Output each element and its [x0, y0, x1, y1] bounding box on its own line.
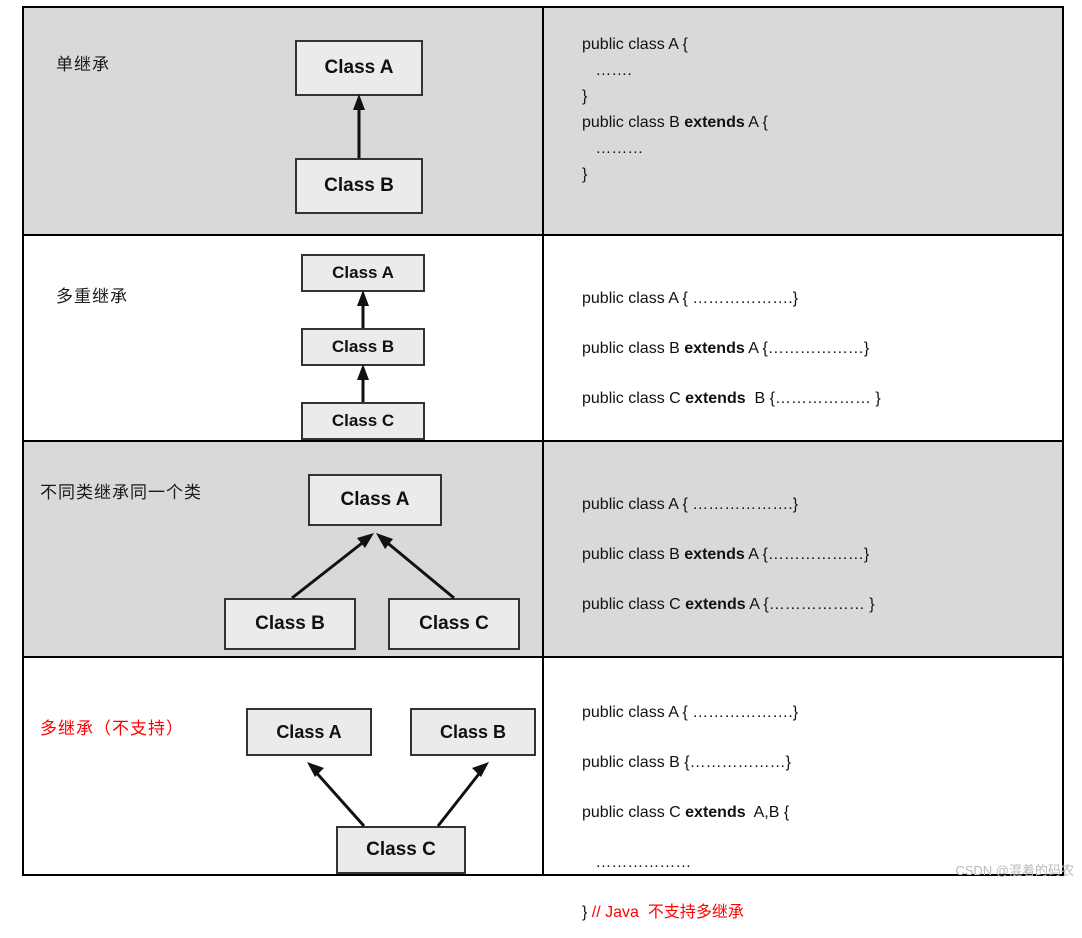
- code-line: ………: [582, 136, 768, 162]
- code-text: }: [582, 88, 588, 105]
- row4-label: 多继承（不支持）: [40, 719, 184, 738]
- code-keyword: extends: [684, 546, 745, 563]
- code-text: public class B: [582, 114, 685, 131]
- row4-box-class-b: Class B: [410, 708, 536, 756]
- code-line: public class C extends B {……………… }: [582, 374, 881, 424]
- code-text: }: [582, 166, 588, 183]
- row1-code-cell: public class A { …….} public class B exte…: [544, 8, 1062, 234]
- table-row-single-inheritance: 单继承 Class A Class B public class A { …….…: [24, 8, 1062, 236]
- table-row-shared-parent: 不同类继承同一个类 Class A Class B Class C public…: [24, 442, 1062, 658]
- code-text: ………………: [582, 854, 692, 871]
- code-text: public class A { ……………….}: [582, 496, 799, 513]
- row1-label: 单继承: [56, 55, 110, 74]
- code-line: public class A { ……………….}: [582, 274, 881, 324]
- code-line: public class C extends A {……………… }: [582, 580, 875, 630]
- code-text: A,B {: [745, 804, 790, 821]
- code-line: public class B extends A {: [582, 110, 768, 136]
- code-text: public class C: [582, 804, 686, 821]
- row3-box-class-b: Class B: [224, 598, 356, 650]
- code-text: public class A { ……………….}: [582, 704, 799, 721]
- row3-box-class-a: Class A: [308, 474, 442, 526]
- row3-code-cell: public class A { ……………….} public class B …: [544, 442, 1062, 656]
- watermark: CSDN @混着的码农: [955, 863, 1074, 878]
- code-keyword: extends: [685, 804, 746, 821]
- code-text: public class B {………………}: [582, 754, 791, 771]
- code-line: public class B extends A {………………}: [582, 324, 881, 374]
- row2-diagram-cell: 多重继承 Class A Class B Class C: [24, 236, 544, 440]
- diagram-page: 单继承 Class A Class B public class A { …….…: [22, 6, 1074, 921]
- row4-code-block: public class A { ……………….} public class B …: [582, 688, 798, 938]
- row4-box-class-a: Class A: [246, 708, 372, 756]
- code-text: public class B: [582, 546, 685, 563]
- code-line: public class A {: [582, 32, 768, 58]
- code-text: A {……………… }: [745, 596, 875, 613]
- code-text: public class A { ……………….}: [582, 290, 799, 307]
- row3-box-class-c: Class C: [388, 598, 520, 650]
- code-keyword: extends: [684, 340, 745, 357]
- code-text: public class C: [582, 596, 686, 613]
- code-keyword: extends: [684, 114, 745, 131]
- code-line: } // Java 不支持多继承: [582, 888, 798, 938]
- row1-arrow-b-to-a: [353, 94, 365, 158]
- row1-code-block: public class A { …….} public class B exte…: [582, 32, 768, 188]
- table-row-multilevel-inheritance: 多重继承 Class A Class B Class C public clas…: [24, 236, 1062, 442]
- row1-diagram-cell: 单继承 Class A Class B: [24, 8, 544, 234]
- code-text: public class B: [582, 340, 685, 357]
- code-text: public class A {: [582, 36, 688, 53]
- code-text: }: [582, 904, 592, 921]
- table-row-multiple-inheritance-unsupported: 多继承（不支持） Class A Class B Class C public …: [24, 658, 1062, 921]
- row2-code-cell: public class A { ……………….} public class B …: [544, 236, 1062, 440]
- row2-code-block: public class A { ……………….} public class B …: [582, 274, 881, 424]
- code-line: public class A { ……………….}: [582, 480, 875, 530]
- row1-box-class-b: Class B: [295, 158, 423, 214]
- code-line: public class B {………………}: [582, 738, 798, 788]
- code-text: A {: [744, 114, 768, 131]
- row2-label: 多重继承: [56, 287, 128, 306]
- code-line: …….: [582, 58, 768, 84]
- code-line: public class C extends A,B {: [582, 788, 798, 838]
- row3-arrows: [291, 533, 455, 600]
- row4-box-class-c: Class C: [336, 826, 466, 874]
- code-line: }: [582, 84, 768, 110]
- code-line: public class B extends A {………………}: [582, 530, 875, 580]
- code-text: B {……………… }: [745, 390, 881, 407]
- code-line: ………………: [582, 838, 798, 888]
- code-line: }: [582, 162, 768, 188]
- row4-diagram-cell: 多继承（不支持） Class A Class B Class C: [24, 658, 544, 874]
- row4-arrows: [307, 762, 489, 827]
- code-text: A {………………}: [744, 546, 870, 563]
- code-keyword: extends: [685, 390, 746, 407]
- row3-diagram-cell: 不同类继承同一个类 Class A Class B Class C: [24, 442, 544, 656]
- code-text: …….: [582, 62, 632, 79]
- row2-arrows: [357, 290, 369, 402]
- row3-label: 不同类继承同一个类: [40, 483, 202, 502]
- row4-code-cell: public class A { ……………….} public class B …: [544, 658, 1062, 921]
- row2-box-class-c: Class C: [301, 402, 425, 440]
- row3-code-block: public class A { ……………….} public class B …: [582, 480, 875, 630]
- code-text: // Java 不支持多继承: [591, 904, 744, 921]
- code-line: public class A { ……………….}: [582, 688, 798, 738]
- code-text: A {………………}: [744, 340, 870, 357]
- code-keyword: extends: [685, 596, 746, 613]
- code-text: ………: [582, 140, 644, 157]
- inheritance-table: 单继承 Class A Class B public class A { …….…: [22, 6, 1064, 921]
- code-text: public class C: [582, 390, 686, 407]
